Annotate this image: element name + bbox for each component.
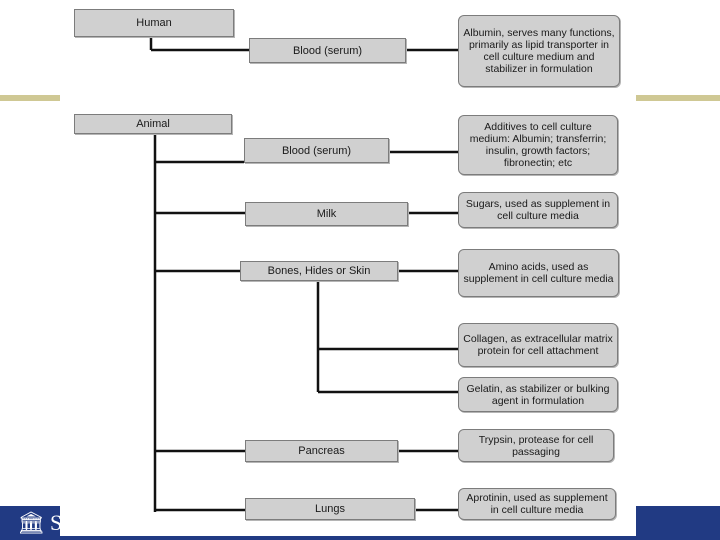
product-aprotinin: Aprotinin, used as supplement in cell cu… xyxy=(458,488,616,520)
category-bones: Bones, Hides or Skin xyxy=(240,261,398,281)
slide-rule-right xyxy=(636,95,720,101)
connector-lines xyxy=(149,38,458,512)
category-human-blood: Blood (serum) xyxy=(249,38,406,63)
source-human: Human xyxy=(74,9,234,37)
product-gelatin: Gelatin, as stabilizer or bulking agent … xyxy=(458,377,618,412)
product-additives: Additives to cell culture medium: Albumi… xyxy=(458,115,618,175)
product-trypsin: Trypsin, protease for cell passaging xyxy=(458,429,614,462)
category-pancreas: Pancreas xyxy=(245,440,398,462)
source-animal: Animal xyxy=(74,114,232,134)
slide-rule-left xyxy=(0,95,60,101)
category-animal-blood: Blood (serum) xyxy=(244,138,389,163)
product-sugars: Sugars, used as supplement in cell cultu… xyxy=(458,192,618,228)
product-collagen: Collagen, as extracellular matrix protei… xyxy=(458,323,618,367)
category-milk: Milk xyxy=(245,202,408,226)
source-diagram: Human Animal Blood (serum) Blood (serum)… xyxy=(60,0,636,536)
product-albumin: Albumin, serves many functions, primaril… xyxy=(458,15,620,87)
building-columns-icon: 🏛 xyxy=(17,510,45,535)
product-amino-acids: Amino acids, used as supplement in cell … xyxy=(458,249,619,297)
category-lungs: Lungs xyxy=(245,498,415,520)
footer-letter: S xyxy=(50,510,63,535)
